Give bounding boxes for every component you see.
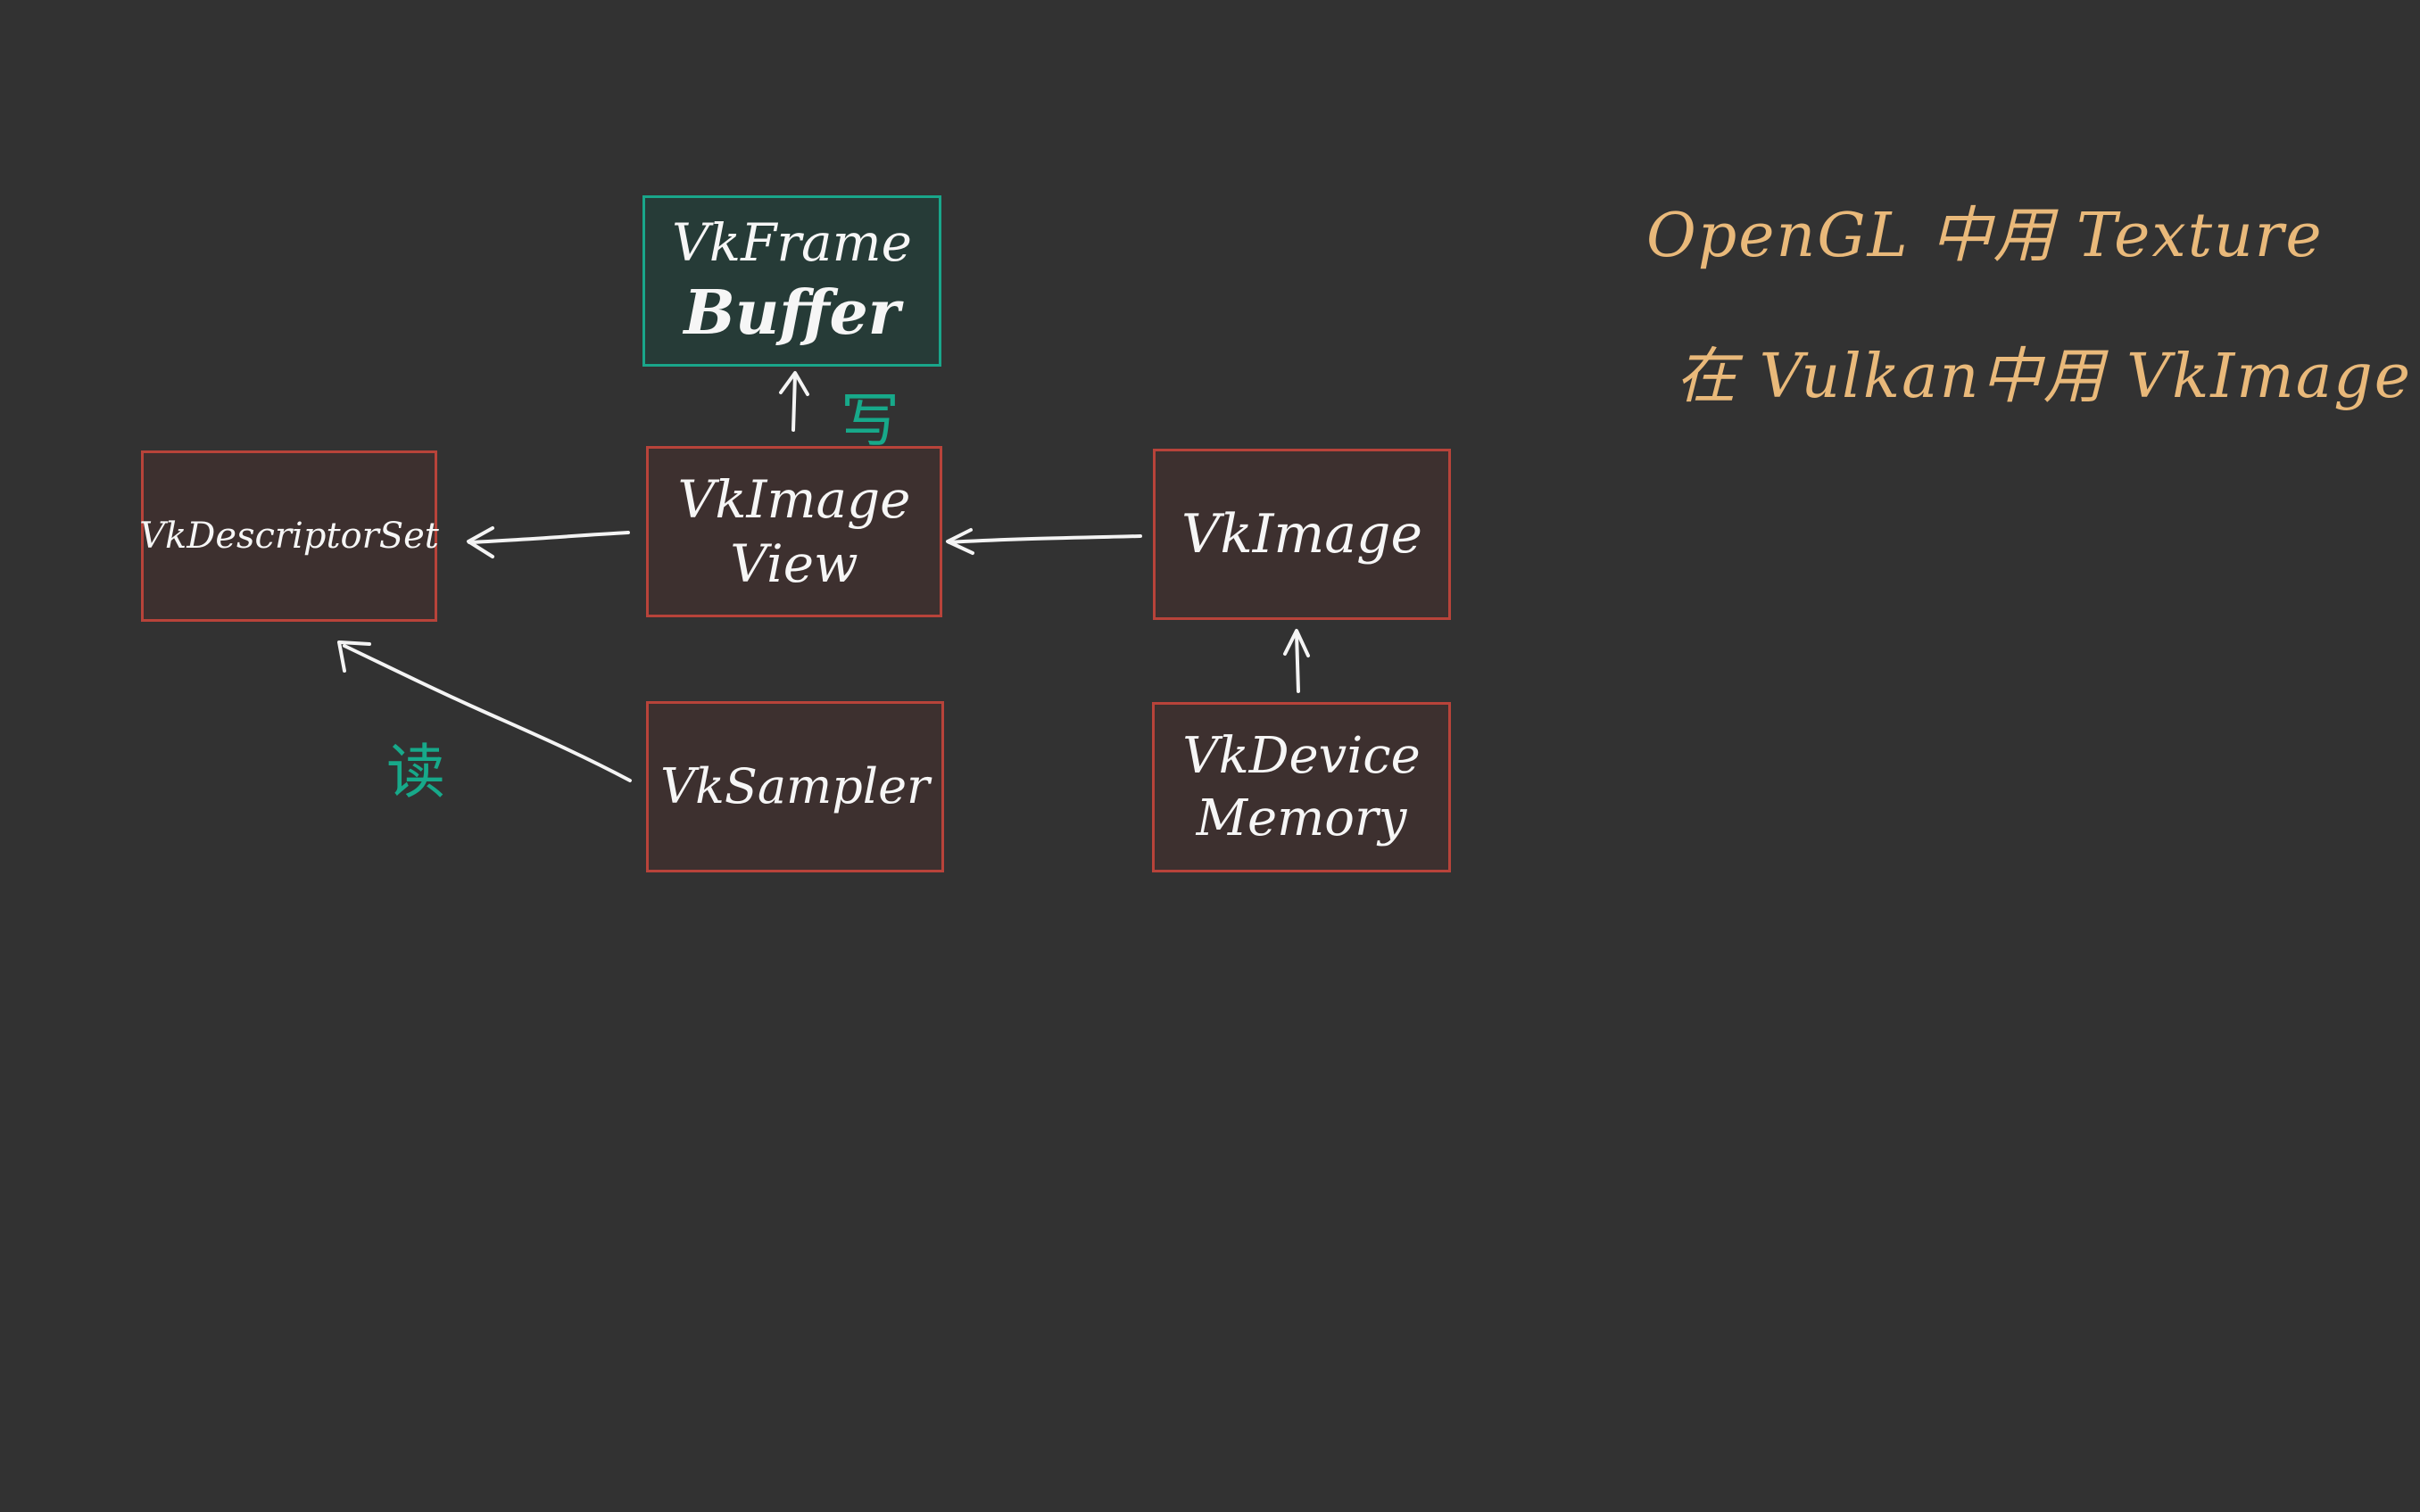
node-vk-framebuffer: VkFrame Buffer	[642, 195, 941, 367]
node-vk-imageview: VkImage View	[646, 446, 942, 617]
arrow-image-to-imageview	[946, 528, 1142, 555]
node-vk-sampler-line1: VkSampler	[660, 758, 930, 815]
node-vk-image: VkImage	[1153, 449, 1451, 620]
node-vk-descriptorset: VkDescriptorSet	[139, 450, 439, 622]
node-vk-sampler: VkSampler	[646, 701, 944, 872]
node-vk-devicememory-line2: Memory	[1196, 789, 1407, 847]
node-vk-framebuffer-line2: Buffer	[684, 277, 900, 349]
arrow-sampler-to-descriptorset	[337, 640, 632, 782]
node-vk-image-line1: VkImage	[1181, 502, 1422, 566]
node-vk-imageview-line2: View	[730, 533, 858, 594]
note-opengl-texture: OpenGL 中用 Texture	[1646, 201, 2324, 271]
edge-label-write: 写	[841, 386, 899, 455]
node-vk-framebuffer-line1: VkFrame	[672, 212, 912, 274]
edge-label-read: 读	[386, 738, 445, 806]
node-vk-descriptorset-line1: VkDescriptorSet	[139, 516, 439, 557]
node-vk-devicememory-line1: VkDevice	[1182, 726, 1421, 785]
arrow-devicememory-to-image	[1283, 629, 1310, 693]
node-vk-imageview-line1: VkImage	[677, 468, 911, 530]
arrow-imageview-to-descriptorset	[467, 526, 630, 558]
arrow-imageview-to-framebuffer	[779, 371, 809, 432]
node-vk-devicememory: VkDevice Memory	[1152, 702, 1451, 872]
note-vulkan-vkimage: 在 Vulkan中用 VkImage	[1676, 342, 2413, 412]
